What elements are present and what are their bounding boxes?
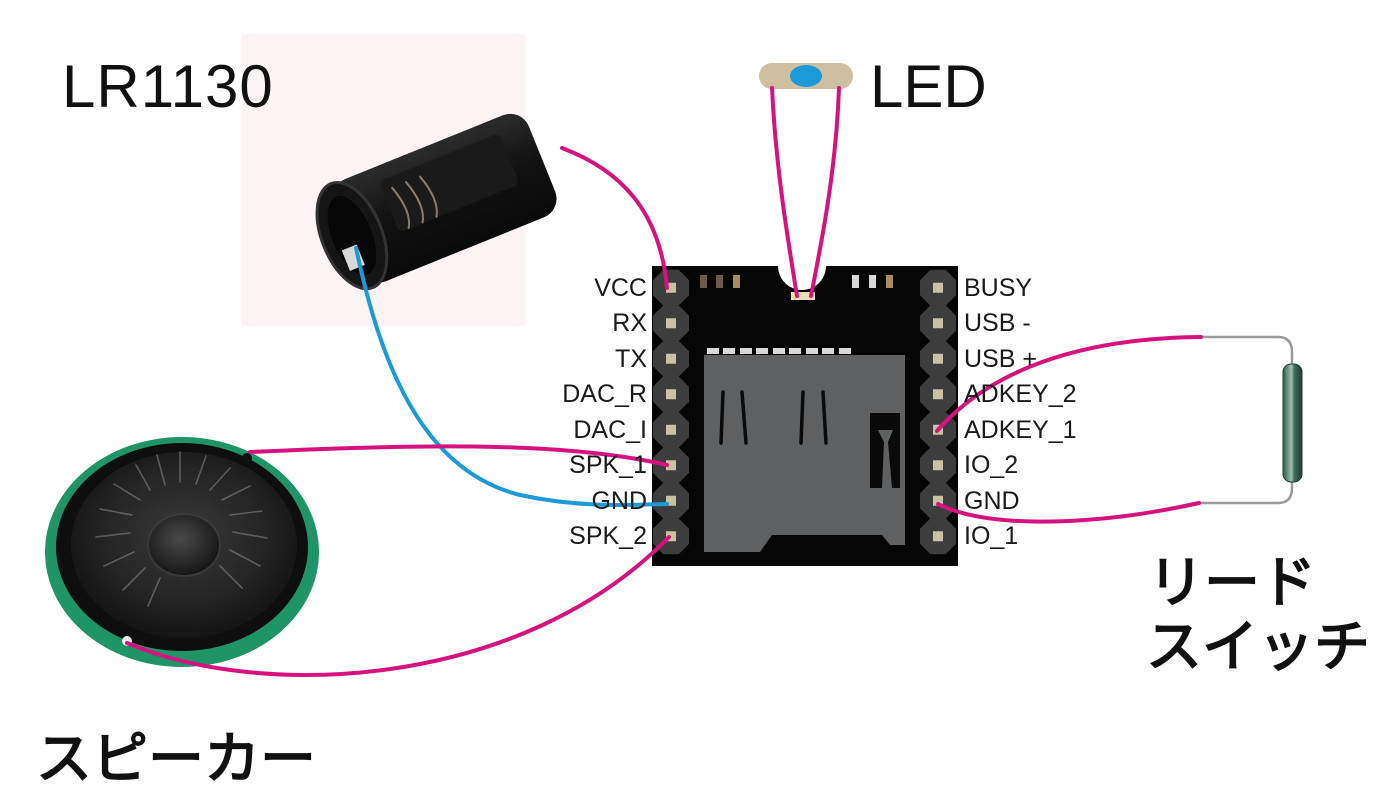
speaker-cone-ribs	[95, 451, 268, 607]
wire-led-lead-2	[809, 86, 841, 298]
smd-components	[700, 275, 893, 288]
battery-holder-opening	[327, 195, 377, 276]
led-label: LED	[870, 53, 987, 120]
wire-speaker-spk1	[248, 444, 669, 467]
speaker-label: スピーカー	[36, 727, 316, 792]
pin-label-right: BUSY	[964, 273, 1033, 302]
onboard-led-pad	[791, 292, 815, 300]
pin-pad	[933, 389, 943, 400]
reed-glass-tube	[1282, 363, 1303, 483]
pin-label-left: DAC_R	[562, 380, 647, 409]
wires	[125, 86, 1203, 677]
battery-label: LR1130	[62, 53, 274, 120]
pin-label-right: GND	[964, 486, 1020, 515]
pin-label-right: ADKEY_2	[964, 380, 1077, 409]
pin-pad	[666, 353, 676, 364]
mp3-module	[652, 266, 958, 566]
reed-lead-top	[1201, 335, 1294, 365]
pin-label-right: ADKEY_1	[964, 415, 1077, 444]
left-pin-header	[653, 269, 689, 555]
wire-battery-vcc	[560, 146, 669, 290]
microsd-slot	[704, 348, 905, 552]
pin-label-left: RX	[612, 309, 647, 338]
pin-pad	[666, 389, 676, 400]
wire-reed-adkey1	[935, 335, 1203, 433]
pin-pad	[666, 424, 676, 435]
speaker-photo	[45, 437, 319, 667]
reed-lead-bottom	[1198, 480, 1294, 505]
pin-label-right: USB +	[964, 344, 1037, 373]
pin-pad	[666, 531, 676, 542]
sd-slot-springs	[719, 390, 828, 445]
pin-label-right: IO_2	[964, 451, 1019, 480]
wire-led-lead-1	[770, 86, 799, 298]
reed-switch-component	[1198, 335, 1303, 505]
pin-pad	[666, 495, 676, 506]
battery-holder-photo	[242, 34, 557, 326]
pin-pad	[933, 353, 943, 364]
speaker-terminal-1	[242, 453, 252, 463]
pin-label-left: VCC	[594, 273, 647, 302]
pin-label-right: USB -	[964, 309, 1031, 338]
pin-pad	[933, 531, 943, 542]
pin-pad	[666, 460, 676, 471]
pin-label-left: SPK_2	[569, 522, 647, 551]
pin-label-left: TX	[615, 344, 647, 373]
pin-pad	[933, 460, 943, 471]
pin-pad	[666, 282, 676, 293]
pin-pad	[933, 282, 943, 293]
pin-pad	[666, 318, 676, 329]
pin-label-left: SPK_1	[569, 451, 647, 480]
speaker-dust-cap	[147, 513, 221, 577]
led-lens	[790, 65, 822, 87]
spring-contact	[390, 175, 438, 230]
wire-reed-gnd	[936, 501, 1201, 524]
led-component	[759, 63, 853, 89]
battery-compartment	[380, 134, 518, 231]
pin-label-right: IO_1	[964, 522, 1019, 551]
pin-pad	[933, 318, 943, 329]
wire-speaker-spk2	[125, 535, 671, 677]
sd-slot-detect-switch	[878, 430, 893, 488]
pin-label-left: DAC_I	[573, 415, 647, 444]
pin-label-left: GND	[591, 486, 647, 515]
wire-battery-gnd	[354, 246, 669, 508]
reed-switch-label-line2: スイッチ	[1146, 615, 1370, 680]
sd-slot-shell	[704, 355, 905, 552]
reed-switch-label-line1: リード	[1148, 551, 1316, 616]
sd-contacts	[707, 348, 851, 354]
pin-pad	[933, 495, 943, 506]
right-pin-header	[920, 269, 956, 555]
